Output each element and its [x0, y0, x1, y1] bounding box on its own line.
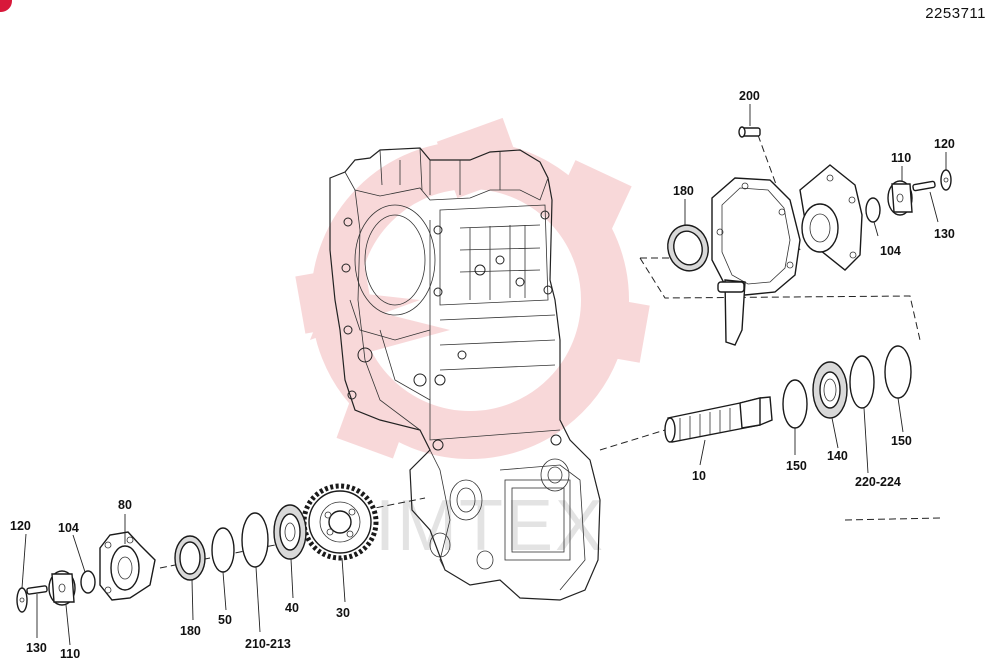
- snap-ring-150-right: [884, 345, 912, 399]
- label-10: 10: [692, 469, 706, 483]
- label-120-right: 120: [934, 137, 955, 151]
- bearing-40: [273, 504, 307, 560]
- label-leaders: [21, 104, 947, 646]
- bolt-130-right: [912, 180, 936, 192]
- label-200: 200: [739, 89, 760, 103]
- output-gear-30: [301, 483, 379, 561]
- label-180-right: 180: [673, 184, 694, 198]
- label-104-right: 104: [880, 244, 901, 258]
- label-150-left: 150: [786, 459, 807, 473]
- label-180-left: 180: [180, 624, 201, 638]
- document-id: 2253711: [925, 5, 986, 22]
- transmission-housing: [329, 147, 601, 601]
- bolt-130-left: [26, 585, 48, 595]
- cap-110-right: [887, 180, 913, 216]
- label-120-left: 120: [10, 519, 31, 533]
- cap-110-left: [48, 570, 76, 606]
- snap-ring-50: [211, 527, 235, 573]
- output-shaft-10: [664, 396, 773, 443]
- label-220-224: 220-224: [855, 475, 901, 489]
- label-104-left: 104: [58, 521, 79, 535]
- label-110-right: 110: [891, 151, 911, 165]
- watermark-text: IMTEX: [375, 486, 605, 566]
- bearing-140: [812, 361, 848, 419]
- label-130-right: 130: [934, 227, 955, 241]
- label-110-left: 110: [60, 647, 80, 661]
- o-ring-104-left: [80, 570, 96, 594]
- shim-220-224: [849, 355, 875, 409]
- label-40: 40: [285, 601, 299, 615]
- label-130-left: 130: [26, 641, 47, 655]
- shaft-seal-180-left: [174, 535, 206, 581]
- washer-120-right: [940, 169, 952, 191]
- label-140: 140: [827, 449, 848, 463]
- output-flange-right: [799, 164, 863, 271]
- shaft-seal-180-right: [667, 224, 709, 272]
- label-210-213: 210-213: [245, 637, 291, 651]
- o-ring-104-right: [865, 197, 881, 223]
- screw-200: [738, 126, 761, 138]
- shim-210-213: [241, 512, 269, 568]
- label-30: 30: [336, 606, 350, 620]
- washer-120-left: [16, 587, 28, 613]
- flange-80: [99, 531, 156, 601]
- label-50: 50: [218, 613, 232, 627]
- snap-ring-150-left: [782, 379, 808, 429]
- output-cover-with-lever: [711, 177, 801, 346]
- label-150-right: 150: [891, 434, 912, 448]
- part-labels: 200 120 110 180 104 130 150 10 150 140 2…: [10, 89, 955, 661]
- label-80: 80: [118, 498, 132, 512]
- watermark-gear-icon: [295, 117, 650, 459]
